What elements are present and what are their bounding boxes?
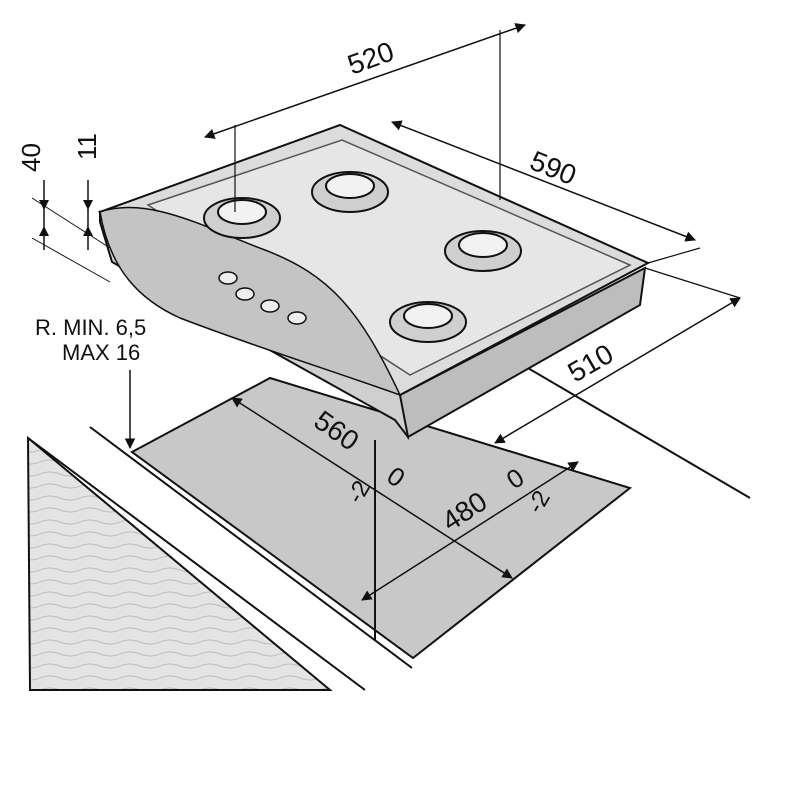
radius-note-line2: MAX 16: [62, 340, 140, 365]
dimension-label-11: 11: [72, 133, 102, 160]
dimension-label-590: 590: [526, 145, 581, 191]
burner: [311, 171, 389, 213]
radius-note: R. MIN. 6,5 MAX 16: [35, 315, 146, 450]
control-knob: [235, 287, 255, 301]
dimension-label-510: 510: [563, 338, 619, 388]
radius-note-line1: R. MIN. 6,5: [35, 315, 146, 340]
countertop-edge-line: [27, 437, 366, 691]
dimension-label-520: 520: [343, 36, 398, 81]
dimension-label-40: 40: [16, 143, 46, 172]
burner: [203, 197, 281, 239]
control-knob: [218, 271, 238, 285]
countertop-front-panel: [26, 435, 333, 691]
control-knob: [260, 299, 280, 313]
control-knob: [287, 311, 307, 325]
burner: [444, 230, 522, 272]
burner: [389, 301, 467, 343]
dimension-thickness: 40 11: [16, 133, 111, 283]
